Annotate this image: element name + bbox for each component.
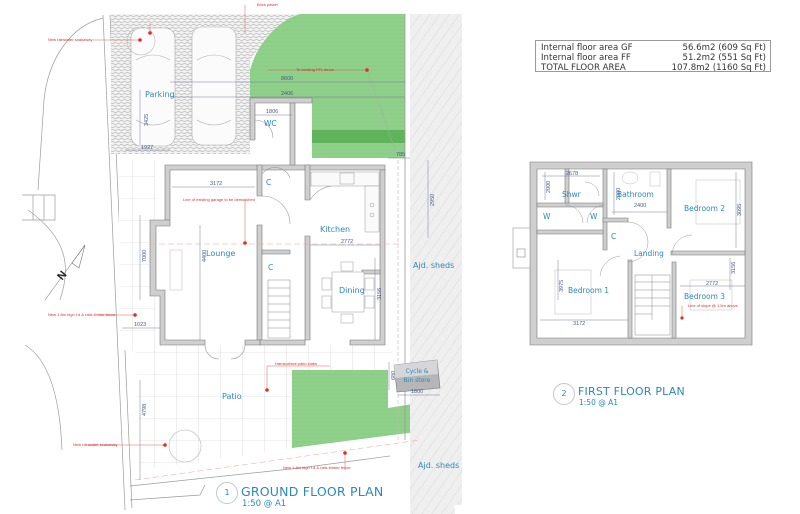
area-label: Internal floor area GF (541, 43, 633, 53)
rear-lawn (250, 14, 405, 158)
ff-dim-3975: 3975 (559, 280, 565, 292)
room-label-bathroom: Bathroom (617, 190, 654, 199)
cycle-store-label-2: Bin store (404, 377, 431, 384)
room-label-adj-sheds-1: Ajd. sheds (413, 261, 454, 270)
dimension-lines (122, 81, 440, 480)
room-label-dining: Dining (339, 286, 365, 295)
note-hardsurface-patio: Hardsurface patio slabs (275, 361, 317, 366)
side-paving (119, 160, 155, 350)
ground-floor-walls (149, 97, 386, 346)
first-floor-scale: 1:50 @ A1 (579, 398, 619, 407)
room-label-lounge: Lounge (206, 249, 235, 258)
ground-floor-scale: 1:50 @ A1 (242, 499, 287, 509)
ff-dim-2000a: 2000 (546, 181, 552, 193)
area-row-ff: Internal floor area FF 51.2m2 (551 Sq Ft… (541, 53, 766, 63)
dim-4400: 4400 (202, 250, 208, 262)
dim-1806: 1806 (266, 109, 278, 115)
ff-dim-2772: 2772 (706, 281, 718, 287)
dim-3172: 3172 (210, 181, 222, 187)
ff-dim-3095: 3095 (737, 204, 743, 216)
dim-3156: 3156 (377, 288, 383, 300)
dining-table (321, 261, 375, 324)
area-row-gf: Internal floor area GF 56.6m2 (609 Sq Ft… (541, 43, 766, 53)
car-icon (130, 26, 237, 147)
ff-dim-2400: 2400 (634, 203, 646, 209)
ground-floor-title: GROUND FLOOR PLAN 1:50 @ A1 (241, 484, 383, 509)
cycle-bin-store: Cycle & Bin store (393, 359, 441, 393)
ff-dim-2000b: 2000 (616, 188, 622, 200)
dim-1023: 1023 (134, 322, 146, 328)
adjacent-sheds (410, 14, 462, 420)
ff-dim-3172: 3172 (573, 321, 585, 327)
ff-dim-3156: 3156 (731, 262, 737, 274)
dim-7000: 7000 (142, 250, 148, 262)
front-lawn (292, 370, 438, 448)
room-label-patio: Patio (222, 392, 242, 401)
room-label-cupboard-1: C (266, 178, 271, 187)
cycle-store-label-1: Cycle & (406, 368, 429, 375)
dim-2772: 2772 (341, 239, 353, 245)
note-brick-pavier: Brick pavier (257, 2, 279, 7)
room-label-bedroom-3: Bedroom 3 (684, 292, 725, 301)
note-timber-fence-2: New 1.8m high f.d & rails timber fence (283, 465, 351, 470)
first-floor-walls (529, 161, 753, 346)
dim-1927: 1927 (141, 145, 153, 151)
room-label-wardrobe-2: W (590, 212, 598, 221)
dim-2406: 2406 (281, 91, 293, 97)
room-label-wc: WC (264, 119, 277, 128)
first-floor-title-text: FIRST FLOOR PLAN (578, 385, 685, 398)
floor-area-schedule: Internal floor area GF 56.6m2 (609 Sq Ft… (535, 40, 771, 73)
note-rainwater-soakaway-2: New rainwater soakaway (73, 442, 117, 447)
area-value: 51.2m2 (551 Sq Ft) (682, 53, 767, 63)
room-label-bedroom-2: Bedroom 2 (684, 204, 725, 213)
drawing-number-bubble-1: 1 (216, 482, 238, 504)
area-label: Internal floor area FF (541, 53, 631, 63)
drawing-number-bubble-2: 2 (553, 383, 575, 405)
ground-floor-stairs (267, 279, 291, 339)
dim-4798: 4798 (142, 404, 148, 416)
first-floor-stairs (634, 274, 671, 336)
room-label-adj-sheds-2: Ajd. sheds (418, 461, 459, 470)
dim-3425: 3425 (144, 114, 150, 126)
note-existing-fence: To existing FFL fence (296, 67, 335, 72)
note-timber-fence-1: New 1.8m high f.d & rails timber fence (48, 312, 116, 317)
note-line-of-slope: Line of slope @ 1.5m above (688, 303, 739, 308)
room-label-ff-cupboard: C (611, 232, 616, 241)
room-label-cupboard-2: C (268, 263, 273, 272)
ground-floor-title-text: GROUND FLOOR PLAN (241, 484, 384, 499)
area-value: 107.8m2 (1160 Sq Ft) (671, 63, 766, 73)
area-row-total: TOTAL FLOOR AREA 107.8m2 (1160 Sq Ft) (541, 63, 766, 73)
north-label: N (55, 269, 69, 283)
room-label-landing: Landing (634, 249, 664, 258)
note-rainwater-soakaway-1: New rainwater soakaway (48, 37, 92, 42)
first-floor-title: FIRST FLOOR PLAN 1:50 @ A1 (578, 385, 685, 407)
north-arrow: N (44, 244, 86, 301)
area-label: TOTAL FLOOR AREA (541, 63, 626, 73)
dim-8600: 8600 (281, 76, 293, 82)
ff-dim-2678: 2678 (566, 171, 578, 177)
room-label-shower: Shwr (562, 190, 582, 199)
room-label-kitchen: Kitchen (320, 225, 350, 234)
room-label-parking: Parking (145, 90, 175, 99)
first-floor-dimension-lines (540, 172, 745, 321)
room-label-bedroom-1: Bedroom 1 (568, 286, 609, 295)
annotation-markers (133, 31, 369, 455)
annotation-leaders (88, 5, 421, 481)
area-value: 56.6m2 (609 Sq Ft) (682, 43, 767, 53)
dim-2950: 2950 (430, 194, 436, 206)
dim-1800: 1800 (411, 389, 423, 395)
dim-785: 785 (396, 152, 405, 158)
dim-680: 680 (391, 371, 397, 380)
room-label-wardrobe-1: W (543, 212, 551, 221)
note-existing-garage: Line of existing garage to be demolished (183, 197, 255, 202)
